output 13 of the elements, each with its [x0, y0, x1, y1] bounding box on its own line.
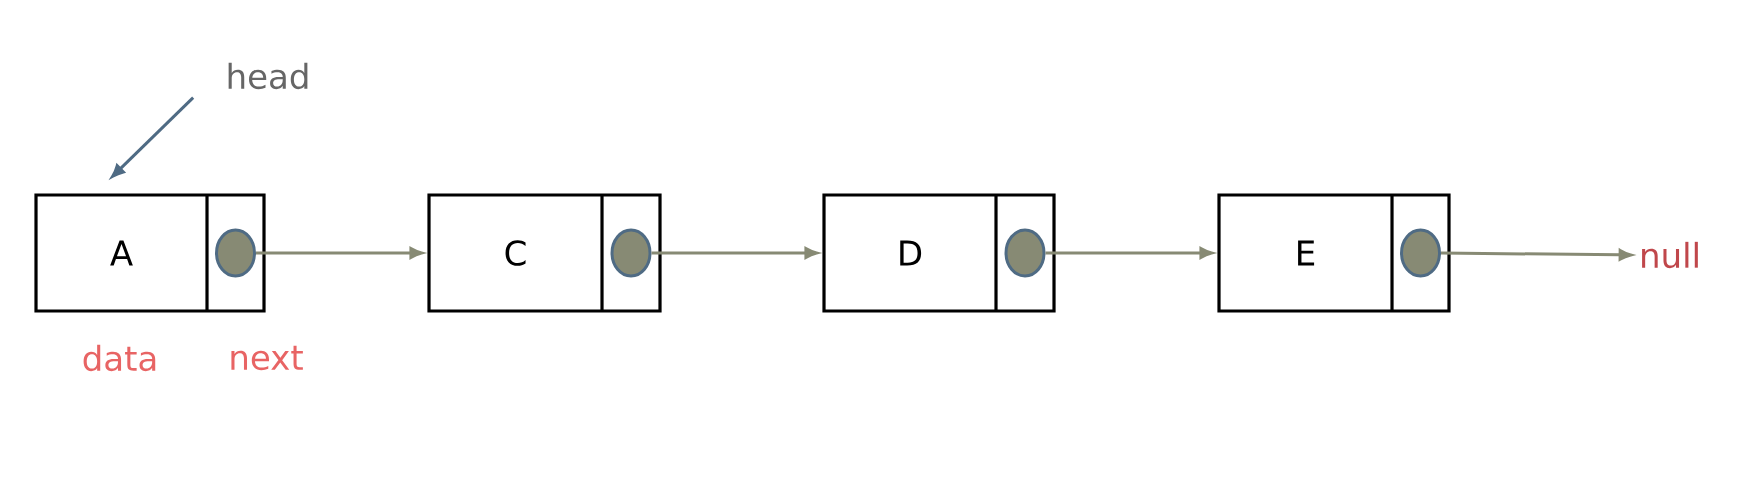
field-label: next — [231, 345, 303, 371]
field-label: data — [83, 344, 156, 372]
list-node-box: E — [1217, 193, 1451, 313]
pointer-circle — [215, 228, 256, 278]
pointer-label: head — [228, 62, 308, 90]
arrow — [111, 96, 195, 178]
pointer-circle — [610, 228, 652, 278]
list-node-box: C — [427, 193, 662, 313]
list-node-box: D — [822, 193, 1056, 313]
null-label: null — [1642, 241, 1698, 269]
pointer-circle — [1400, 228, 1441, 278]
pointer-circle — [1004, 228, 1046, 278]
list-node-box: A — [34, 193, 266, 313]
